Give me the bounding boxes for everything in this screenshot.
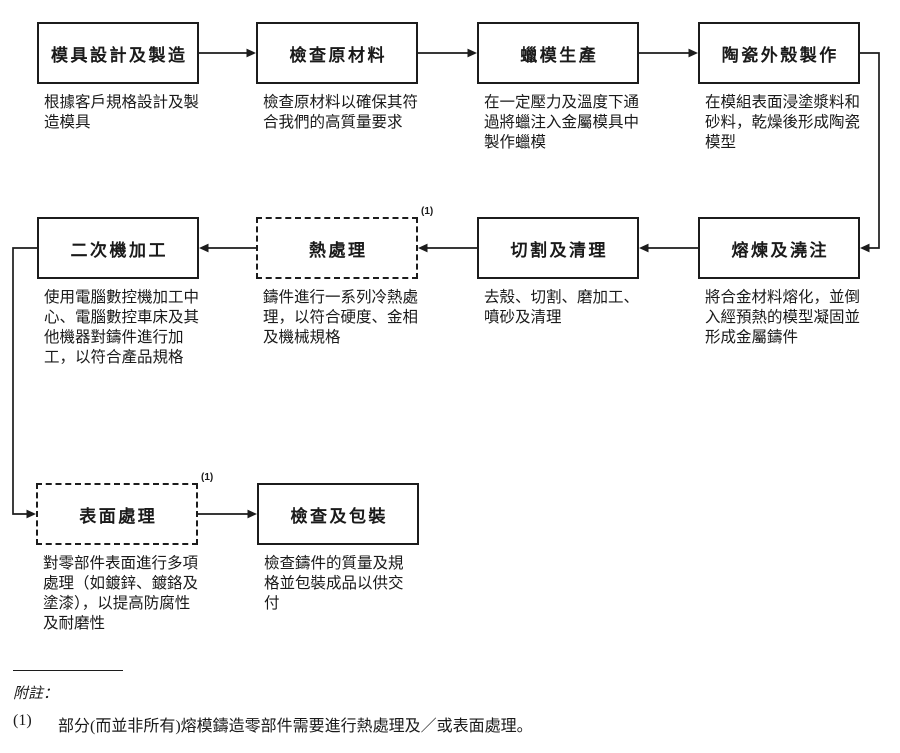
- connector-mold-to-inspection: [199, 48, 256, 58]
- step-mold-design: 模具設計及製造 根據客戶規格設計及製造模具: [37, 22, 199, 133]
- step-description: 鑄件進行一系列冷熱處理，以符合硬度、金相及機械規格: [263, 289, 419, 346]
- footnote-ref-1: (1): [201, 472, 214, 483]
- step-label: 模具設計及製造: [51, 45, 188, 65]
- step-surface-treatment: (1) 表面處理 對零部件表面進行多項處理（如鍍鋅、鍍鉻及塗漆），以提高防腐性及…: [36, 472, 213, 634]
- step-description: 根據客戶規格設計及製造模具: [44, 94, 200, 131]
- step-label: 熔煉及澆注: [731, 240, 829, 260]
- step-box: 切割及清理: [477, 217, 639, 279]
- connector-surface-to-packaging: [198, 509, 257, 519]
- step-label: 檢查原材料: [289, 45, 387, 65]
- footnote-heading: 附註：: [13, 686, 59, 702]
- step-description: 使用電腦數控機加工中心、電腦數控車床及其他機器對鑄件進行加工，以符合產品規格: [44, 289, 200, 366]
- connector-shell-to-melting: [860, 52, 880, 253]
- connector-heat-to-machining: [199, 243, 256, 253]
- connector-melting-to-cutting: [639, 243, 698, 253]
- step-description: 在一定壓力及溫度下通過將蠟注入金屬模具中製作蠟模: [484, 94, 640, 151]
- step-box: 檢查原材料: [256, 22, 418, 84]
- step-label: 二次機加工: [70, 240, 168, 260]
- connector-cutting-to-heat: [418, 243, 477, 253]
- step-heat-treatment: (1) 熱處理 鑄件進行一系列冷熱處理，以符合硬度、金相及機械規格: [256, 206, 433, 348]
- step-description: 將合金材料熔化，並倒入經預熱的模型凝固並形成金屬鑄件: [705, 289, 861, 346]
- connector-machining-to-surface: [12, 247, 37, 519]
- step-label: 陶瓷外殼製作: [721, 45, 839, 65]
- step-box: 檢查及包裝: [257, 483, 419, 545]
- footnote-item: (1) 部分(而並非所有)熔模鑄造零部件需要進行熱處理及／或表面處理。: [13, 712, 533, 736]
- step-description: 檢查鑄件的質量及規格並包裝成品以供交付: [264, 555, 404, 612]
- step-description: 去殼、切割、磨加工、噴砂及清理: [484, 289, 640, 326]
- step-label: 表面處理: [79, 506, 158, 526]
- step-box-dashed: 表面處理: [36, 483, 198, 545]
- step-box: 模具設計及製造: [37, 22, 199, 84]
- step-wax-pattern-production: 蠟模生產 在一定壓力及溫度下通過將蠟注入金屬模具中製作蠟模: [477, 22, 639, 153]
- step-label: 蠟模生產: [520, 45, 599, 65]
- connector-wax-to-shell: [639, 48, 698, 58]
- step-label: 檢查及包裝: [290, 506, 388, 526]
- step-raw-material-inspection: 檢查原材料 檢查原材料以確保其符合我們的高質量要求: [256, 22, 418, 133]
- step-label: 熱處理: [309, 240, 368, 260]
- footnote-ref-1: (1): [421, 206, 434, 217]
- step-secondary-machining: 二次機加工 使用電腦數控機加工中心、電腦數控車床及其他機器對鑄件進行加工，以符合…: [37, 217, 199, 368]
- step-description: 檢查原材料以確保其符合我們的高質量要求: [263, 94, 419, 131]
- step-box-dashed: 熱處理: [256, 217, 418, 279]
- step-box: 二次機加工: [37, 217, 199, 279]
- step-cutting-cleaning: 切割及清理 去殼、切割、磨加工、噴砂及清理: [477, 217, 639, 328]
- step-ceramic-shell-making: 陶瓷外殼製作 在模組表面浸塗漿料和砂料，乾燥後形成陶瓷模型: [698, 22, 860, 153]
- step-box: 陶瓷外殼製作: [698, 22, 860, 84]
- step-description: 對零部件表面進行多項處理（如鍍鋅、鍍鉻及塗漆），以提高防腐性及耐磨性: [43, 555, 199, 632]
- footnote-divider: [13, 670, 123, 671]
- step-description: 在模組表面浸塗漿料和砂料，乾燥後形成陶瓷模型: [705, 94, 861, 151]
- step-inspection-packaging: 檢查及包裝 檢查鑄件的質量及規格並包裝成品以供交付: [257, 483, 419, 614]
- footnote-item-text: 部分(而並非所有)熔模鑄造零部件需要進行熱處理及／或表面處理。: [58, 718, 533, 735]
- step-box: 熔煉及澆注: [698, 217, 860, 279]
- step-box: 蠟模生產: [477, 22, 639, 84]
- step-label: 切割及清理: [510, 240, 608, 260]
- step-melting-pouring: 熔煉及澆注 將合金材料熔化，並倒入經預熱的模型凝固並形成金屬鑄件: [698, 217, 860, 348]
- footnote-item-marker: (1): [13, 712, 32, 729]
- connector-inspection-to-wax: [418, 48, 477, 58]
